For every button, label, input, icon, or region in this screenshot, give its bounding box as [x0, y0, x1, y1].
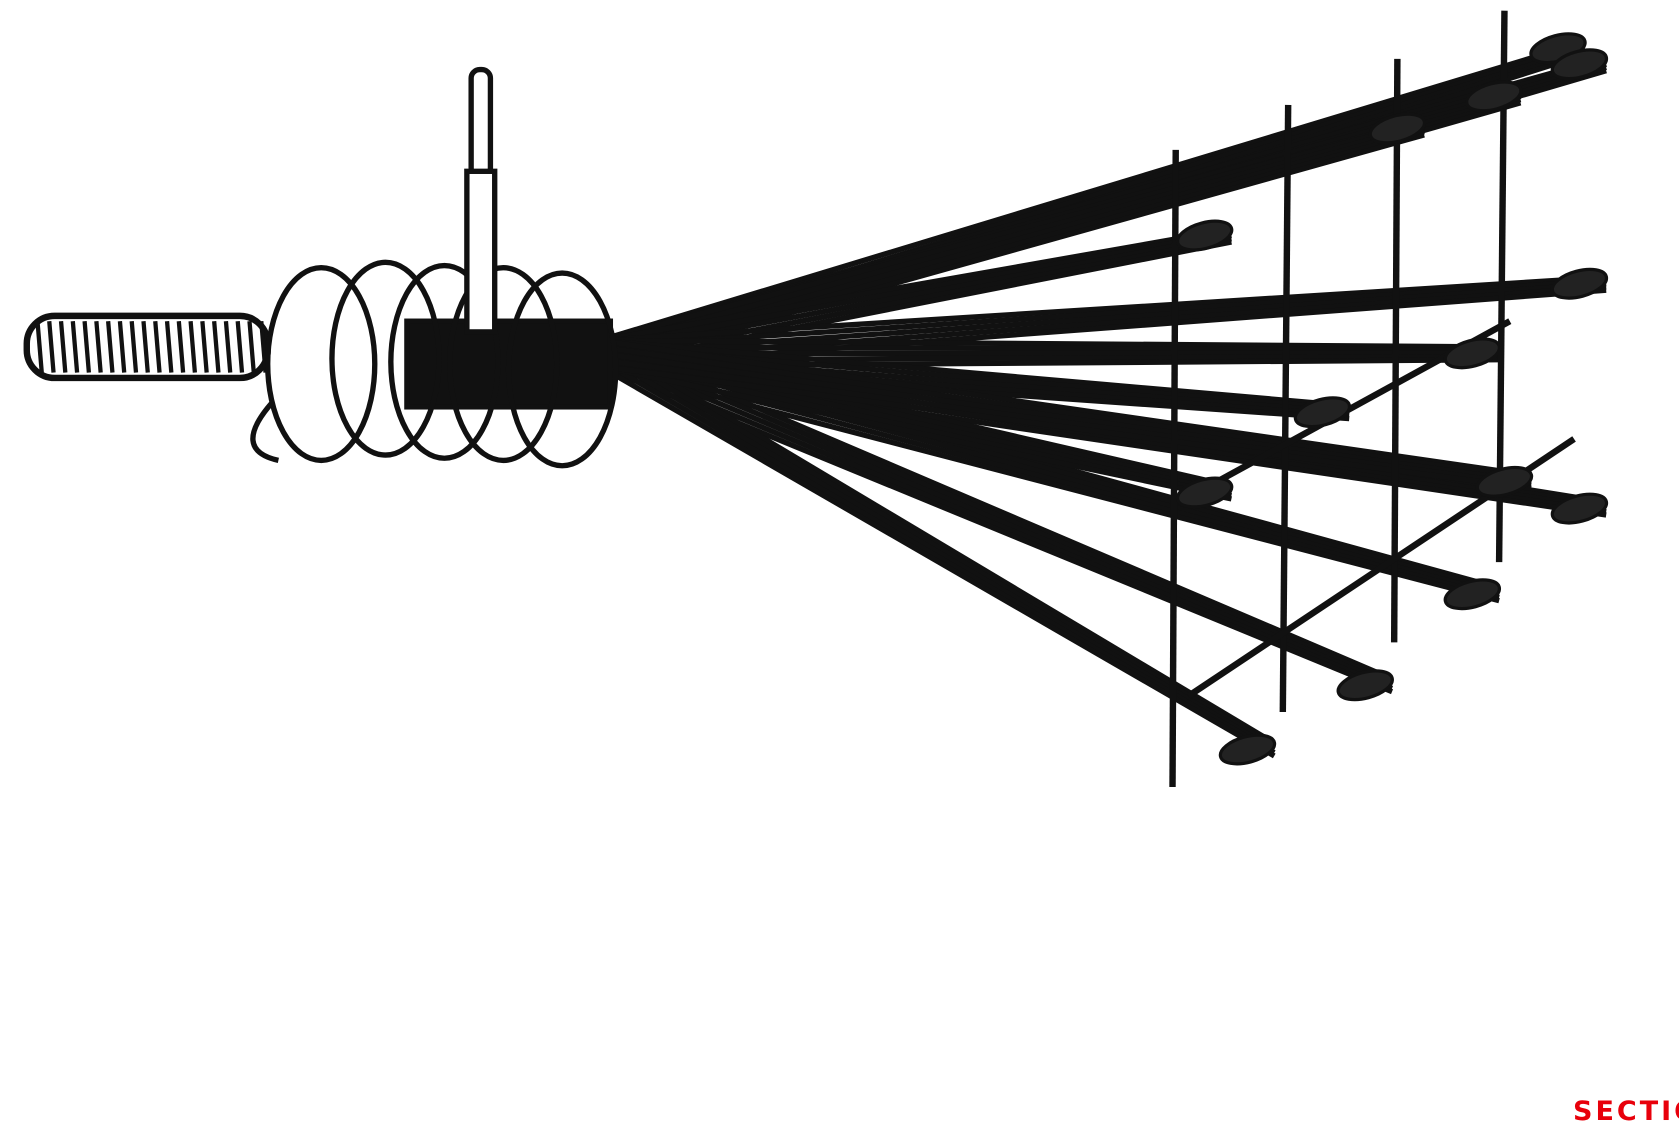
spiral-reinforcement: [250, 259, 619, 469]
strand: [599, 229, 1232, 350]
thread-line: [259, 321, 268, 373]
strand: [598, 344, 1394, 685]
wedge-anchor: [1368, 112, 1427, 145]
grout-pipe: [464, 66, 498, 335]
spiral-turn: [265, 264, 378, 464]
strand: [598, 351, 1276, 752]
spiral-turn: [505, 270, 619, 469]
strand: [598, 338, 1394, 682]
thread-line: [247, 321, 256, 373]
section-label: SECTIO: [1573, 1096, 1679, 1127]
strand: [599, 344, 1500, 353]
thread-line: [58, 321, 68, 373]
thread-line: [35, 321, 44, 373]
strand: [599, 357, 1532, 488]
wedge-anchors: [1175, 32, 1609, 766]
wedge-anchor: [1443, 578, 1502, 611]
wedge-anchor: [1336, 669, 1394, 702]
wedge-anchor: [1465, 80, 1523, 113]
strand: [599, 350, 1532, 485]
strand: [599, 363, 1532, 491]
thread-line: [47, 321, 56, 373]
thread-line: [153, 321, 162, 373]
strand: [599, 277, 1607, 350]
spiral-turn: [250, 399, 280, 464]
strand: [599, 363, 1232, 502]
strand: [599, 337, 1233, 489]
thread-line: [200, 321, 209, 373]
strand: [599, 226, 1232, 344]
wedge-anchor: [1218, 733, 1277, 766]
strand: [598, 39, 1586, 344]
strand: [598, 338, 1276, 746]
spiral-turn: [329, 259, 442, 458]
strand: [598, 363, 1276, 759]
thread-line: [106, 321, 115, 373]
spiral-turn: [388, 262, 501, 461]
strand: [599, 337, 1350, 409]
thread-line: [188, 321, 198, 373]
thread-line: [82, 321, 92, 373]
thread-line: [212, 321, 221, 373]
thread-line: [117, 321, 127, 373]
thread-line: [223, 321, 233, 373]
thread-line: [235, 321, 245, 373]
thread-line: [129, 321, 139, 373]
wedge-anchor: [1550, 267, 1609, 300]
thread-line: [141, 321, 150, 373]
strand: [598, 344, 1276, 749]
wedge-anchor: [1443, 337, 1502, 370]
wedge-anchor: [1175, 219, 1234, 252]
wedge-anchor: [1293, 396, 1352, 429]
strand: [599, 274, 1607, 344]
wedge-anchor: [1550, 492, 1609, 525]
thread-line: [176, 321, 186, 373]
strand: [598, 357, 1276, 756]
strand: [598, 350, 1394, 688]
strand: [599, 337, 1532, 479]
strand: [598, 357, 1394, 691]
wedge-anchor: [1550, 48, 1609, 81]
strand: [599, 344, 1532, 482]
threaded-bar: [23, 312, 271, 382]
thread-line: [164, 321, 174, 373]
spiral-turn: [447, 264, 560, 464]
strand-fan: [404, 39, 1607, 759]
wedge-anchor: [1175, 476, 1234, 509]
strand: [599, 337, 1500, 350]
thread-line: [70, 321, 80, 373]
strand: [599, 344, 1232, 492]
wedge-anchor: [1475, 465, 1534, 498]
thread-line: [94, 321, 103, 373]
